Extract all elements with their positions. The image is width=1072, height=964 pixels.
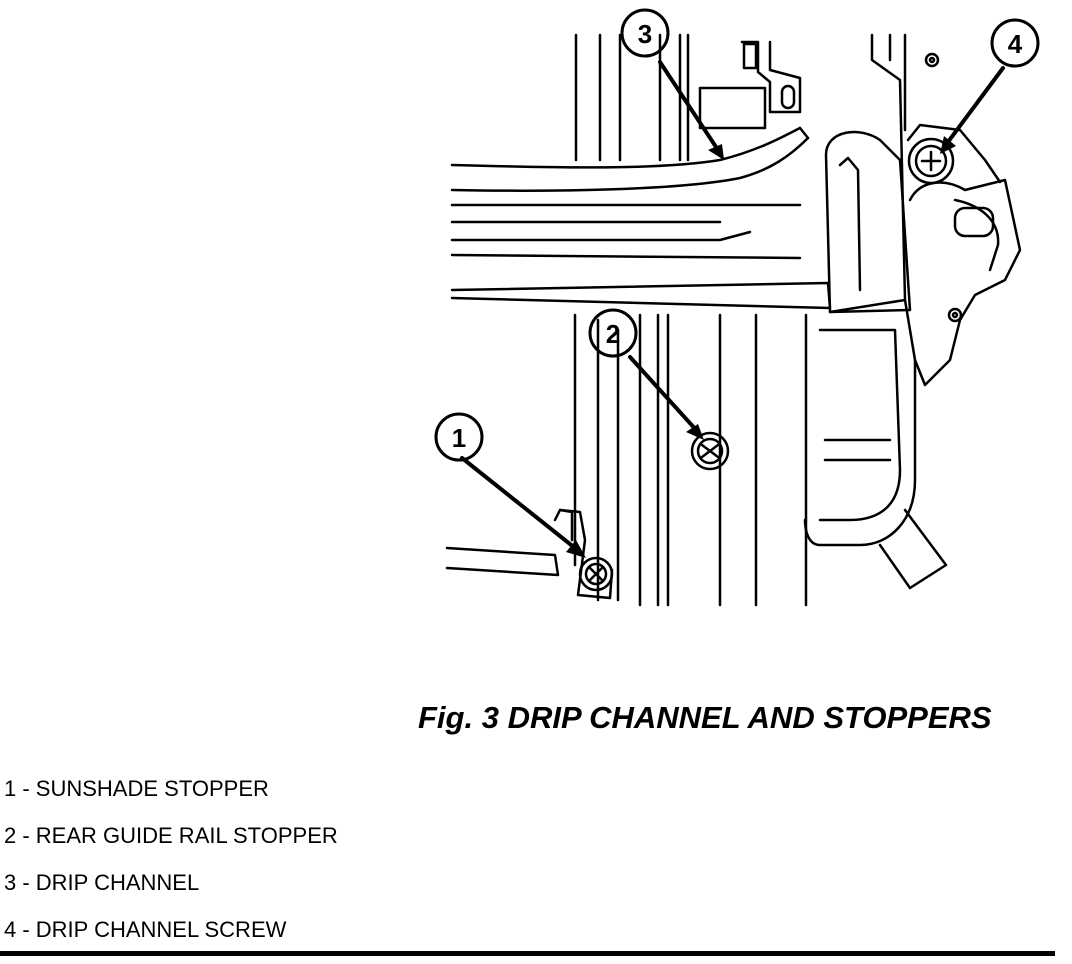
bottom-rule: [0, 951, 1055, 956]
legend-item-3: 3 - DRIP CHANNEL: [4, 870, 200, 895]
callout-number-4: 4: [1008, 29, 1023, 59]
sunshade-stopper: [445, 508, 614, 600]
drip-channel-screw: [907, 137, 955, 185]
callout-arrowheads: [566, 136, 956, 558]
top-bracket: [698, 40, 802, 130]
legend-list: 1 - SUNSHADE STOPPER 2 - REAR GUIDE RAIL…: [4, 772, 338, 960]
callout-circle-2: [588, 308, 638, 358]
callout-leaders: [460, 60, 1005, 554]
right-housing: [803, 33, 1022, 590]
drip-channel-member: [450, 126, 832, 310]
callout-number-3: 3: [638, 19, 652, 49]
legend-item-1: 1 - SUNSHADE STOPPER: [4, 776, 269, 801]
callout-circles: [434, 8, 1040, 462]
callout-circle-4: [990, 18, 1040, 68]
legend-item-4: 4 - DRIP CHANNEL SCREW: [4, 917, 287, 942]
callout-number-1: 1: [452, 423, 466, 453]
callout-circle-1: [434, 412, 484, 462]
callout-numbers: 1 2 3 4: [452, 19, 1023, 453]
legend-item-2: 2 - REAR GUIDE RAIL STOPPER: [4, 823, 338, 848]
left-guide-rail: [573, 33, 808, 607]
rear-guide-rail-stopper: [690, 431, 730, 471]
figure-caption: Fig. 3 DRIP CHANNEL AND STOPPERS: [418, 700, 992, 735]
callout-number-2: 2: [606, 319, 620, 349]
callout-circle-3: [620, 8, 670, 58]
